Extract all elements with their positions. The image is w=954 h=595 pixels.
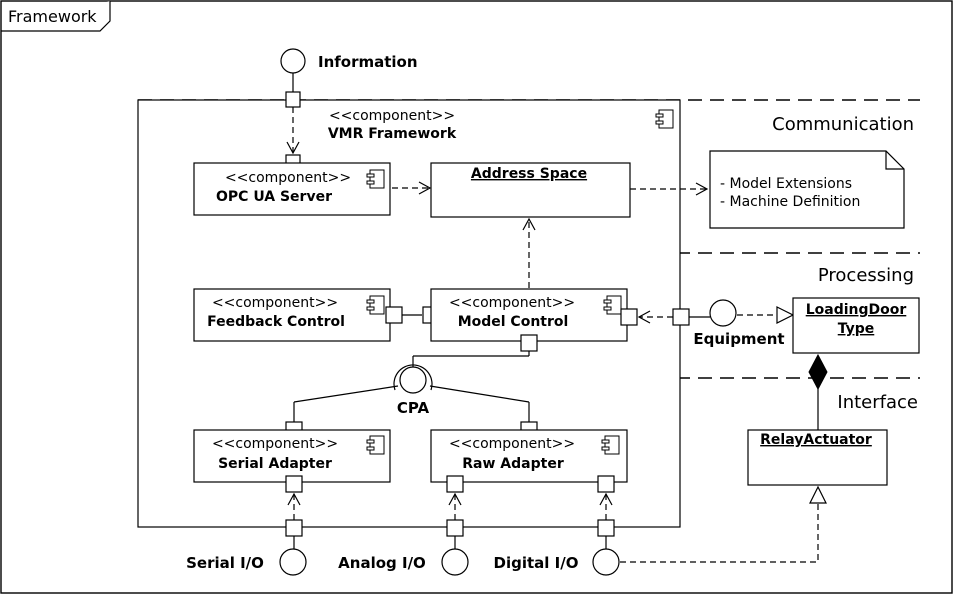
digital-io-label: Digital I/O xyxy=(494,554,579,572)
cpa-to-serial-link xyxy=(293,385,399,403)
feedback-control-port xyxy=(385,306,403,324)
note-shape xyxy=(709,150,905,229)
digital-io-realization-line xyxy=(620,503,819,563)
raw-adapter-analog-port xyxy=(446,475,464,493)
component-icon xyxy=(366,435,385,455)
model-control-name: Model Control xyxy=(458,314,569,330)
component-icon xyxy=(603,295,622,315)
information-interface-label: Information xyxy=(318,53,418,71)
vmr-framework-name: VMR Framework xyxy=(328,126,457,142)
information-interface-icon xyxy=(280,48,306,74)
opc-ua-server-stereotype: <<component>> xyxy=(225,170,351,186)
opc-ua-server-name: OPC UA Server xyxy=(216,189,332,205)
opc-ua-server-component xyxy=(193,162,391,216)
note-line-1: - Model Extensions xyxy=(720,176,852,192)
model-control-stereotype: <<component>> xyxy=(449,295,575,311)
vmr-framework-stereotype: <<component>> xyxy=(329,108,455,124)
digital-io-interface-icon xyxy=(592,548,620,576)
feedback-control-name: Feedback Control xyxy=(207,314,345,330)
relay-actuator-name: RelayActuator xyxy=(760,432,872,448)
raw-adapter-stereotype: <<component>> xyxy=(449,436,575,452)
loading-door-type-line-2: Type xyxy=(838,321,875,337)
equipment-interface-label: Equipment xyxy=(693,330,784,348)
analog-io-interface-icon xyxy=(441,548,469,576)
analog-io-label: Analog I/O xyxy=(338,554,426,572)
loading-door-type-line-1: LoadingDoor xyxy=(806,302,907,318)
cpa-interface-socket xyxy=(393,364,433,391)
realization-arrowhead xyxy=(776,306,795,324)
model-control-component xyxy=(430,288,628,342)
raw-adapter-digital-port xyxy=(597,475,615,493)
serial-io-label: Serial I/O xyxy=(186,554,264,572)
relay-realization-arrowhead xyxy=(809,485,827,504)
composition-diamond xyxy=(808,353,828,391)
raw-adapter-name: Raw Adapter xyxy=(462,456,564,472)
information-port xyxy=(285,91,301,108)
serial-adapter-stereotype: <<component>> xyxy=(212,436,338,452)
digital-io-port xyxy=(597,519,615,537)
framework-frame-tab xyxy=(1,1,111,32)
cpa-to-raw-link xyxy=(429,385,530,403)
equipment-interface-icon xyxy=(709,299,737,327)
feedback-control-stereotype: <<component>> xyxy=(212,295,338,311)
serial-adapter-component xyxy=(193,429,391,483)
serial-io-port xyxy=(285,519,303,537)
relay-actuator-class xyxy=(747,429,888,486)
note-fold xyxy=(885,151,904,170)
component-icon xyxy=(655,109,674,129)
component-icon xyxy=(366,169,385,189)
cpa-interface-ball xyxy=(399,366,427,394)
analog-io-port xyxy=(446,519,464,537)
lane-label-processing: Processing xyxy=(818,265,914,286)
address-space-object xyxy=(430,162,631,218)
address-space-name: Address Space xyxy=(471,166,587,182)
serial-adapter-name: Serial Adapter xyxy=(218,456,332,472)
lane-label-communication: Communication xyxy=(772,114,914,135)
serial-adapter-bottom-port xyxy=(285,475,303,493)
loading-door-type-class xyxy=(792,297,920,354)
feedback-control-component xyxy=(193,288,391,342)
model-control-right-port xyxy=(620,308,638,326)
note-line-2: - Machine Definition xyxy=(720,194,860,210)
serial-io-interface-icon xyxy=(279,548,307,576)
model-control-bottom-port xyxy=(520,334,538,352)
framework-frame-label: Framework xyxy=(8,7,97,26)
cpa-interface-label: CPA xyxy=(397,399,430,417)
lane-label-interface: Interface xyxy=(837,392,918,413)
raw-adapter-component xyxy=(430,429,628,483)
equipment-port xyxy=(672,308,690,326)
component-icon xyxy=(601,435,620,455)
component-icon xyxy=(366,295,385,315)
